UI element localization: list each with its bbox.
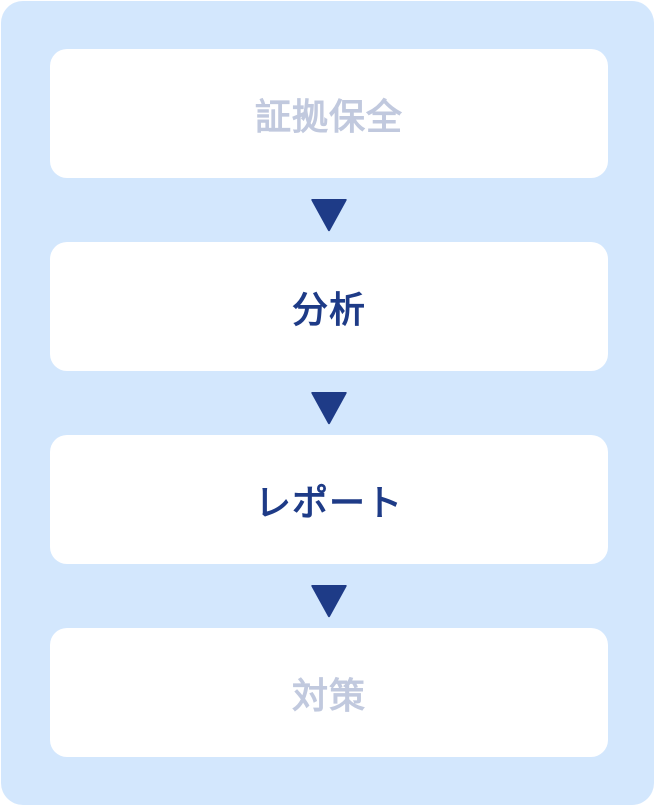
step-report: レポート [50, 435, 608, 564]
triangle-down-icon [310, 584, 348, 618]
triangle-down-icon [310, 391, 348, 425]
step-countermeasures: 対策 [50, 628, 608, 757]
step-label: レポート [254, 482, 403, 524]
step-evidence-preservation: 証拠保全 [50, 49, 608, 178]
step-label: 分析 [291, 289, 366, 331]
triangle-down-icon [310, 198, 348, 232]
step-analysis: 分析 [50, 242, 608, 371]
step-label: 証拠保全 [254, 96, 403, 138]
step-label: 対策 [291, 675, 366, 717]
